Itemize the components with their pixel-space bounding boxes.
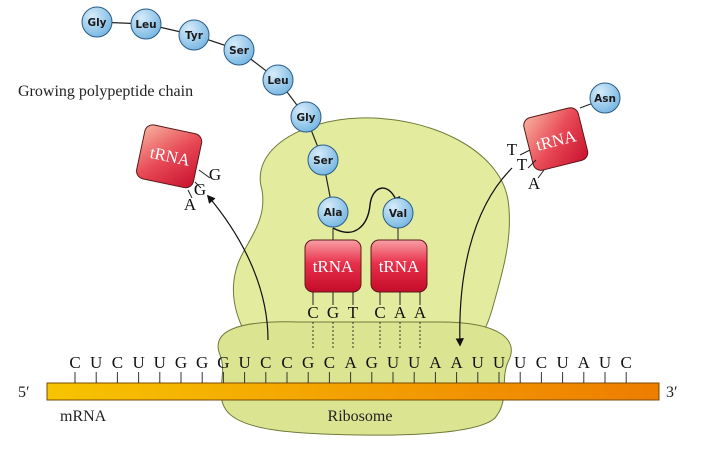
polypeptide-label: Growing polypeptide chain (18, 83, 193, 100)
mrna-base: G (175, 353, 187, 372)
anticodon-base: G (194, 180, 206, 199)
svg-text:Val: Val (389, 208, 407, 220)
trna-p-site: tRNA (304, 228, 362, 305)
mrna-base: A (578, 353, 591, 372)
amino-acid-bead: Leu (130, 8, 162, 40)
anticodon-base: C (374, 303, 385, 322)
trna-a-site: tRNA (370, 228, 428, 305)
mrna-base: C (260, 353, 271, 372)
amino-acid-bead: Ser (223, 34, 255, 66)
amino-acid-label: Gly (87, 17, 106, 29)
mrna-base: U (154, 353, 166, 372)
arriving-trna-anticodon: TTA (507, 140, 541, 193)
mrna-base: C (112, 353, 123, 372)
mrna-label: mRNA (60, 408, 107, 425)
ribosome-small-subunit (217, 321, 512, 436)
mrna-base: U (599, 353, 611, 372)
mrna-base: U (408, 353, 420, 372)
amino-acid-label: Ser (313, 155, 334, 167)
trna-arriving: tRNA (519, 101, 597, 179)
exit-arrow (206, 194, 269, 341)
mrna-base: U (238, 353, 250, 372)
mrna-base: U (472, 353, 484, 372)
anticodon-base: G (209, 165, 221, 184)
amino-acid-bead: Gly (81, 6, 113, 38)
anticodon-base: C (307, 303, 318, 322)
mrna-base: C (69, 353, 80, 372)
amino-acid-asn: Asn (589, 82, 621, 114)
base-pairing-lines (312, 322, 421, 350)
mrna-base: A (344, 353, 357, 372)
mrna-base: U (90, 353, 102, 372)
amino-acid-bead: Ala (317, 196, 349, 228)
anticodon-base: T (507, 140, 518, 159)
peptide-transfer-arrow (332, 187, 401, 233)
mrna-base: U (132, 353, 144, 372)
amino-acid-bead: Gly (290, 101, 322, 133)
mrna-base: G (196, 353, 208, 372)
amino-acid-label: Gly (296, 112, 315, 124)
mrna-base: G (302, 353, 314, 372)
mrna-base: A (429, 353, 442, 372)
amino-acid-label: Leu (267, 75, 288, 87)
svg-text:tRNA: tRNA (313, 257, 354, 276)
amino-acid-bead: Leu (262, 64, 294, 96)
mrna-base: U (493, 353, 505, 372)
mrna-base: C (324, 353, 335, 372)
mrna-base: C (536, 353, 547, 372)
mrna-base: A (450, 353, 463, 372)
mrna-base: U (387, 353, 399, 372)
mrna-base: U (514, 353, 526, 372)
amino-acid-label: Ser (229, 45, 250, 57)
ribosome-large-subunit (232, 117, 510, 346)
anticodon-base: A (528, 174, 541, 193)
mrna-base: C (281, 353, 292, 372)
ribosome-label: Ribosome (328, 408, 393, 425)
anticodon-base: G (327, 303, 339, 322)
leaving-trna-anticodon: GGA (184, 165, 221, 214)
entry-arrow (455, 167, 513, 347)
anticodon-base: A (414, 303, 427, 322)
anticodon-base: A (394, 303, 407, 322)
five-prime-label: 5′ (18, 384, 30, 401)
amino-acid-label: Ala (324, 207, 343, 219)
amino-acid-label: Tyr (185, 30, 204, 42)
mrna-base: U (556, 353, 568, 372)
anticodon-base: T (348, 303, 359, 322)
amino-acid-bead: Tyr (178, 19, 210, 51)
amino-acid-val: Val (382, 197, 414, 229)
amino-acid-label: Leu (135, 19, 156, 31)
anticodon-base: A (184, 195, 197, 214)
three-prime-label: 3′ (666, 384, 678, 401)
mrna-base: C (621, 353, 632, 372)
mrna-strand (46, 382, 660, 401)
svg-text:Asn: Asn (594, 93, 616, 105)
svg-text:tRNA: tRNA (379, 257, 420, 276)
trna-leaving: tRNA (136, 124, 211, 199)
mrna-base-ticks (74, 372, 627, 383)
mrna-base: G (366, 353, 378, 372)
mrna-base: G (217, 353, 229, 372)
anticodon-base: T (517, 155, 528, 174)
amino-acid-bead: Ser (307, 144, 339, 176)
